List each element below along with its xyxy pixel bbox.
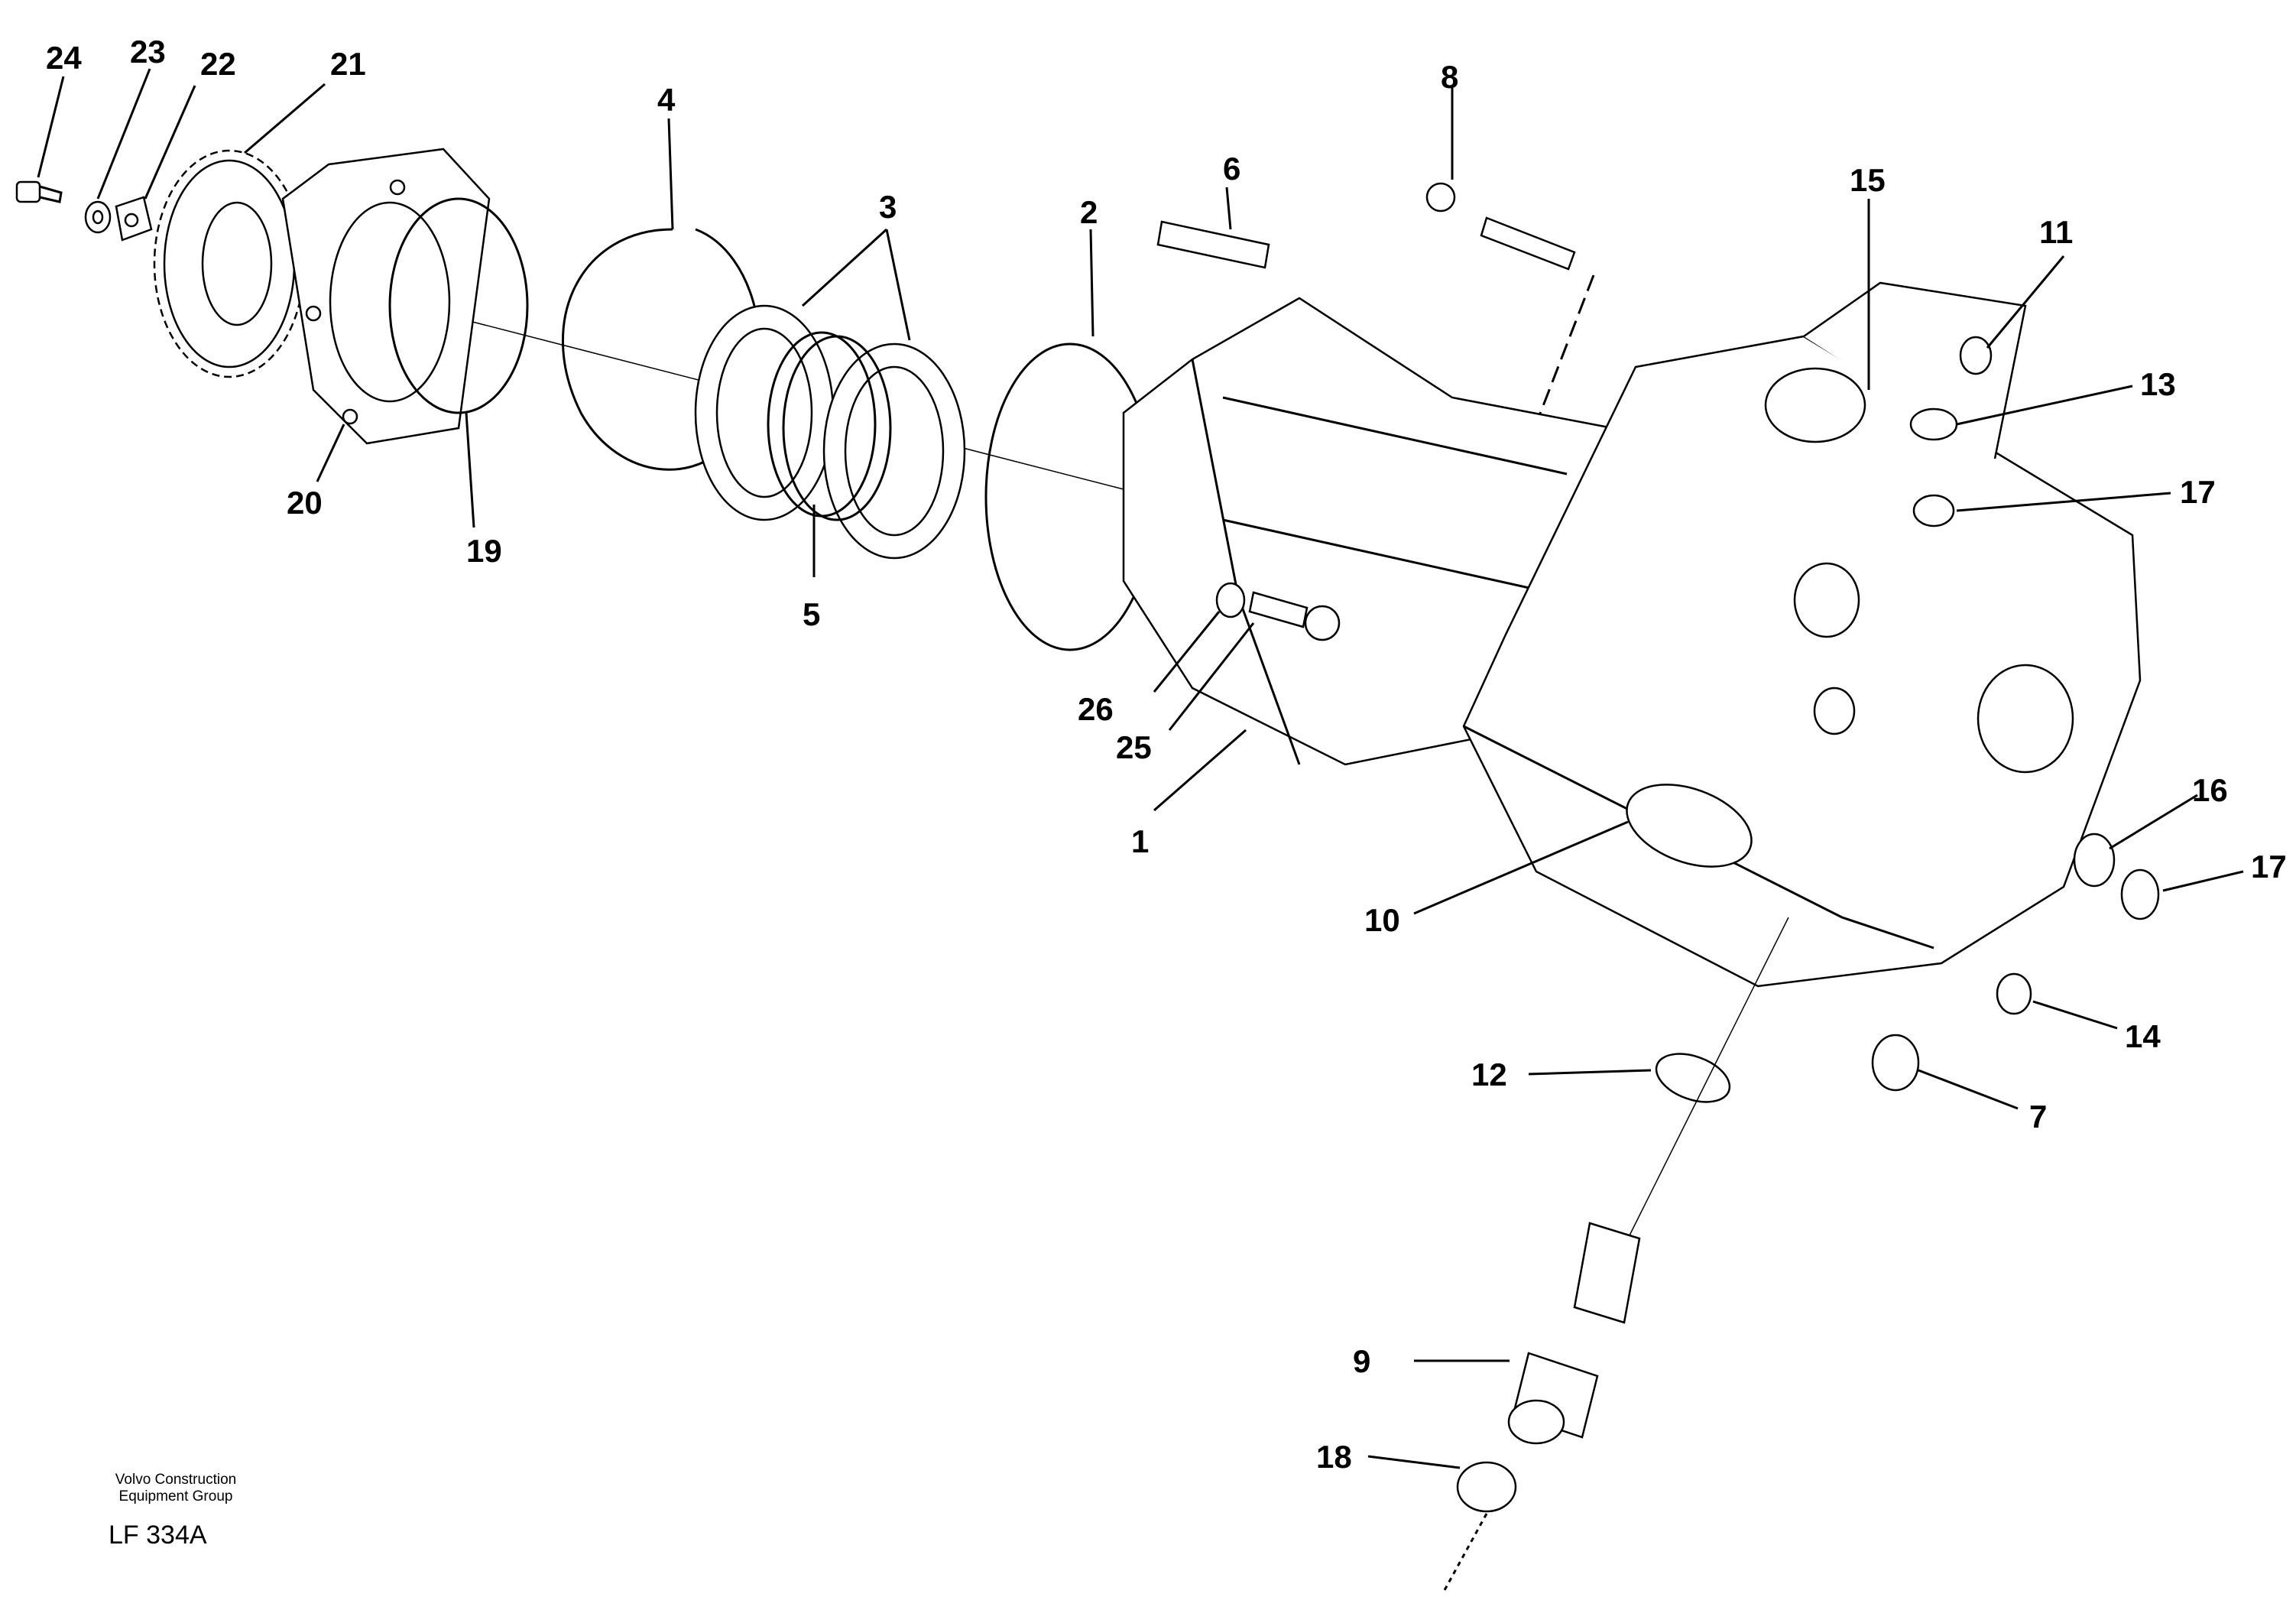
- part-26-washer: [1215, 582, 1246, 618]
- callout-9: 9: [1353, 1343, 1370, 1379]
- part-10-port-ring: [1626, 784, 1753, 868]
- leader-lines: [37, 68, 2244, 1469]
- callout-25: 25: [1116, 729, 1152, 765]
- callout-1: 1: [1131, 823, 1149, 859]
- callout-17a: 17: [2180, 474, 2216, 510]
- callout-5: 5: [803, 596, 820, 632]
- callout-18: 18: [1316, 1439, 1352, 1475]
- part-25-bolt: [1248, 591, 1341, 641]
- callout-23: 23: [130, 34, 166, 70]
- company-line-1: Volvo Construction: [115, 1472, 237, 1488]
- callout-22: 22: [200, 46, 236, 82]
- valve-axis-line: [1627, 917, 1789, 1239]
- part-14-plug: [1996, 972, 2032, 1015]
- callout-3: 3: [879, 189, 897, 225]
- part-17-plug-top: [1912, 494, 1955, 527]
- callout-2: 2: [1080, 194, 1098, 230]
- drawing-footer: Volvo Construction Equipment Group LF 33…: [92, 1472, 260, 1550]
- callout-14: 14: [2125, 1018, 2161, 1054]
- callout-26: 26: [1078, 691, 1114, 727]
- part-22-hub: [115, 196, 153, 242]
- callout-4: 4: [657, 82, 676, 118]
- part-6-key: [1156, 220, 1270, 269]
- part-20-flange: [281, 148, 491, 445]
- part-19-oring: [388, 197, 529, 414]
- part-9-valve-insert: [1507, 1222, 1641, 1445]
- callout-7: 7: [2029, 1099, 2047, 1134]
- callout-21: 21: [330, 46, 366, 82]
- part-23-washer: [84, 200, 112, 234]
- part-7-plug: [1871, 1034, 1920, 1092]
- part-13-oring: [1909, 407, 1958, 441]
- part-24-screw: [15, 180, 63, 203]
- part-16-washer: [2073, 833, 2116, 888]
- part-3-seal-rings: [694, 304, 966, 560]
- part-12-washer: [1655, 1053, 1731, 1103]
- callout-15: 15: [1850, 162, 1886, 198]
- callout-11: 11: [2039, 214, 2073, 250]
- callout-8: 8: [1441, 59, 1458, 95]
- callout-10: 10: [1364, 902, 1400, 938]
- callout-24: 24: [46, 40, 82, 76]
- drawing-code: LF 334A: [109, 1521, 207, 1550]
- company-line-2: Equipment Group: [118, 1488, 233, 1504]
- part-5-spring-rings: [767, 331, 892, 521]
- part-11-plug: [1959, 336, 1993, 375]
- callout-6: 6: [1223, 151, 1240, 187]
- part-17-plug-side: [2120, 868, 2160, 920]
- valve-block: [1462, 281, 2142, 988]
- callout-16: 16: [2192, 772, 2228, 808]
- callout-13: 13: [2140, 366, 2176, 402]
- callout-17b: 17: [2251, 849, 2287, 885]
- callout-20: 20: [287, 485, 323, 521]
- part-21-gear: [153, 149, 306, 378]
- callout-labels: 24 23 22 21 20 19 4 3 5 2 6 8 26 25 1 15…: [46, 34, 2287, 1475]
- callout-12: 12: [1471, 1057, 1507, 1092]
- callout-19: 19: [466, 533, 502, 569]
- part-18-nut-spring: [1443, 1461, 1517, 1591]
